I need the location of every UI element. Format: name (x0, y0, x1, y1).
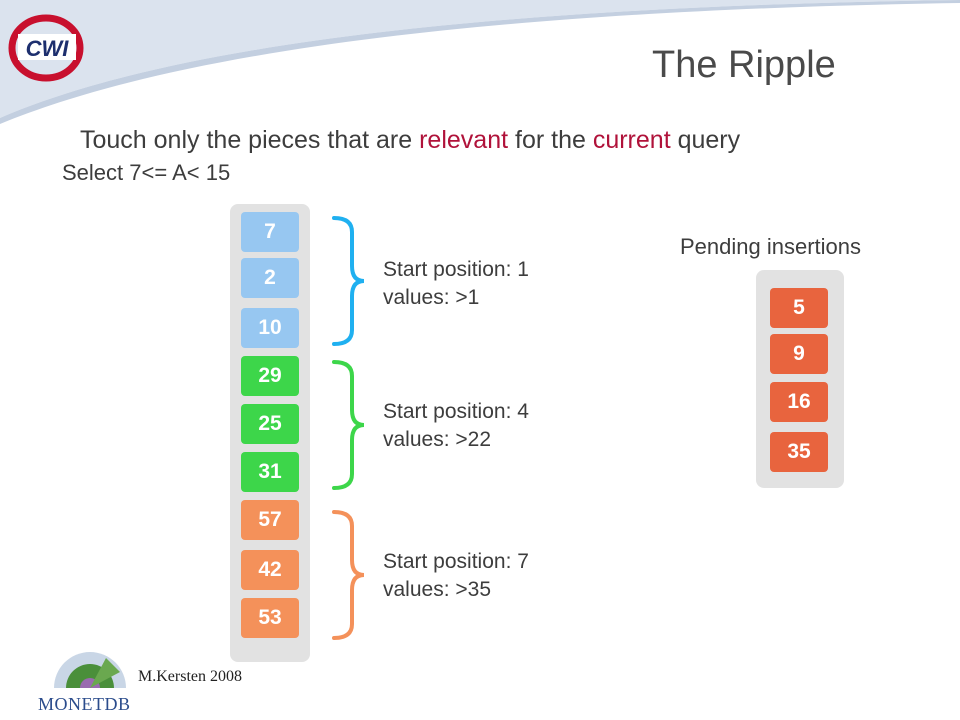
pending-column-container: 5 9 16 35 (756, 270, 844, 488)
monetdb-logo-text: MONETDB (38, 694, 131, 714)
author-credit: M.Kersten 2008 (138, 668, 242, 685)
column-cell: 2 (241, 258, 299, 298)
column-cell: 7 (241, 212, 299, 252)
piece-start-position: Start position: 1 (383, 258, 529, 281)
column-cell: 29 (241, 356, 299, 396)
cwi-logo: CWI (8, 14, 84, 82)
brace-icon (332, 216, 365, 346)
piece-label: Start position: 4 values: >22 (383, 398, 529, 454)
brace-icon (332, 510, 365, 640)
piece-start-position: Start position: 7 (383, 550, 529, 573)
column-cell: 57 (241, 500, 299, 540)
column-cell: 53 (241, 598, 299, 638)
piece-label: Start position: 7 values: >35 (383, 548, 529, 604)
piece-values: values: >1 (383, 286, 480, 309)
column-cell: 25 (241, 404, 299, 444)
pending-cell: 5 (770, 288, 828, 328)
header-swoosh (0, 0, 960, 124)
pending-cell: 35 (770, 432, 828, 472)
slide-subtitle: Touch only the pieces that are relevant … (80, 126, 741, 154)
column-cell: 10 (241, 308, 299, 348)
query-text: Select 7<= A< 15 (62, 160, 231, 185)
piece-start-position: Start position: 4 (383, 400, 529, 423)
piece-values: values: >35 (383, 578, 491, 601)
piece-values: values: >22 (383, 428, 491, 451)
slide-title: The Ripple (652, 44, 836, 86)
column-cell: 42 (241, 550, 299, 590)
pending-cell: 9 (770, 334, 828, 374)
column-container: 7 2 10 29 25 31 57 42 53 (230, 204, 310, 662)
brace-icon (332, 360, 365, 490)
pending-cell: 16 (770, 382, 828, 422)
pending-insertions-title: Pending insertions (680, 234, 862, 259)
monetdb-logo: MONETDB (38, 652, 131, 714)
piece-label: Start position: 1 values: >1 (383, 256, 529, 312)
cwi-logo-text: CWI (26, 36, 70, 61)
column-cell: 31 (241, 452, 299, 492)
